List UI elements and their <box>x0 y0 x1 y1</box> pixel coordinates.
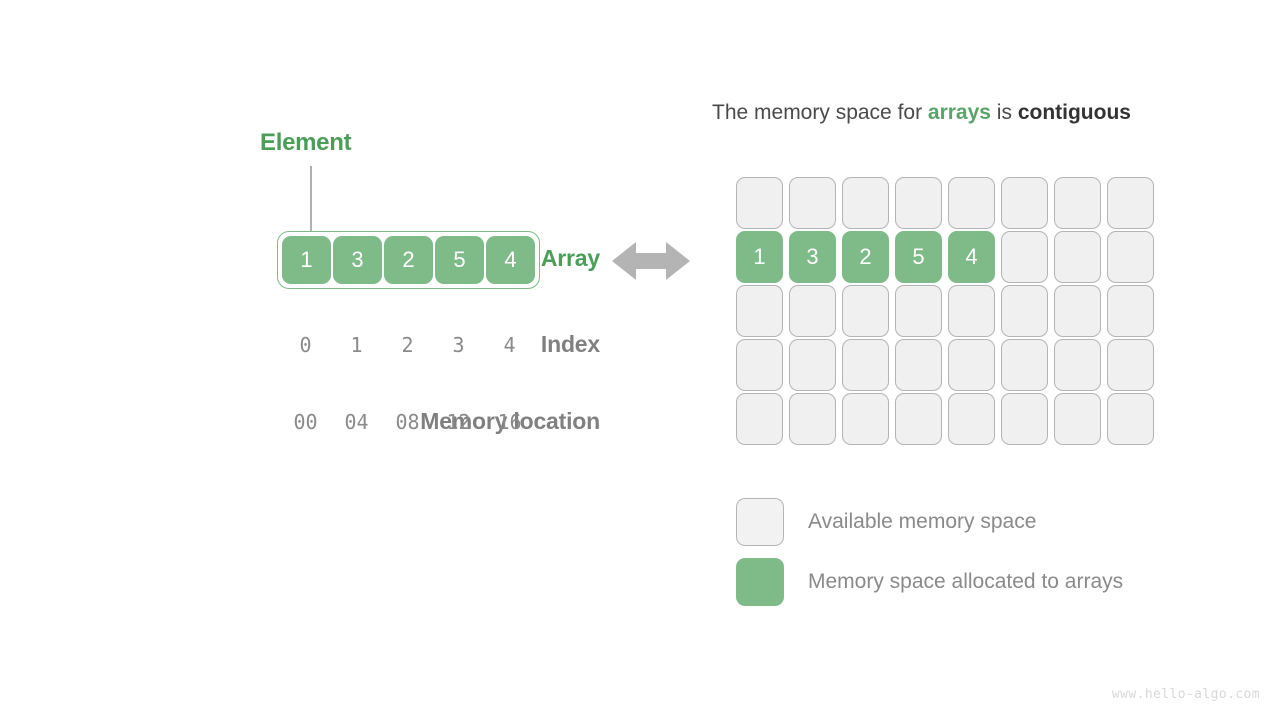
memory-cell-available <box>789 285 836 337</box>
memory-location-value-row: 00 04 08 12 16 <box>277 410 549 434</box>
memory-cell-available <box>842 339 889 391</box>
memory-cell-available <box>1054 231 1101 283</box>
memory-cell-available <box>895 339 942 391</box>
memory-cell-available <box>948 393 995 445</box>
array-cell: 3 <box>333 236 382 284</box>
memory-cell-available <box>736 339 783 391</box>
memory-cell-available <box>1054 285 1101 337</box>
index-value-row: 0 1 2 3 4 <box>277 333 549 357</box>
memory-cell-available <box>736 393 783 445</box>
legend-swatch-allocated <box>736 558 784 606</box>
memory-cell-available <box>1054 393 1101 445</box>
legend-label: Available memory space <box>808 510 1037 533</box>
memory-cell-available <box>948 339 995 391</box>
memory-location-value: 12 <box>446 410 471 434</box>
memory-cell-available <box>736 177 783 229</box>
memory-cell-available <box>842 285 889 337</box>
element-callout-label: Element <box>260 129 352 156</box>
index-value: 4 <box>503 333 516 357</box>
array-row-label: Array <box>540 245 600 271</box>
memory-cell-allocated: 1 <box>736 231 783 283</box>
memory-title: The memory space for arrays is contiguou… <box>712 101 1131 125</box>
memory-cell-available <box>1054 177 1101 229</box>
double-headed-arrow-icon <box>612 240 690 282</box>
memory-cell-available <box>1107 177 1154 229</box>
memory-cell-allocated: 3 <box>789 231 836 283</box>
array-cell: 2 <box>384 236 433 284</box>
memory-cell-available <box>1107 393 1154 445</box>
memory-cell-available <box>1001 393 1048 445</box>
index-row-label: Index <box>540 331 600 357</box>
legend-swatch-available <box>736 498 784 546</box>
memory-cell-available <box>895 177 942 229</box>
memory-cell-available <box>1001 339 1048 391</box>
memory-cell-available <box>736 285 783 337</box>
memory-location-row-label: Memory location <box>420 408 600 434</box>
memory-location-value: 04 <box>344 410 369 434</box>
legend-row: Available memory space <box>736 492 1123 552</box>
memory-location-value: 16 <box>497 410 522 434</box>
memory-cell-allocated: 2 <box>842 231 889 283</box>
memory-title-part1: The memory space for <box>712 101 928 124</box>
memory-title-part2: is <box>990 101 1018 124</box>
memory-title-accent: arrays <box>927 101 991 124</box>
memory-cell-available <box>789 177 836 229</box>
memory-cell-allocated: 4 <box>948 231 995 283</box>
memory-location-value: 08 <box>395 410 420 434</box>
memory-cell-available <box>1107 339 1154 391</box>
memory-cell-available <box>1107 285 1154 337</box>
memory-cell-available <box>842 177 889 229</box>
memory-cell-available <box>948 285 995 337</box>
memory-cell-available <box>1054 339 1101 391</box>
legend-row: Memory space allocated to arrays <box>736 552 1123 612</box>
memory-cell-available <box>895 393 942 445</box>
array-cell: 4 <box>486 236 535 284</box>
memory-cell-allocated: 5 <box>895 231 942 283</box>
index-value: 0 <box>299 333 312 357</box>
memory-layout-panel: The memory space for arrays is contiguou… <box>700 0 1280 720</box>
memory-cell-available <box>1001 285 1048 337</box>
memory-cell-available <box>789 393 836 445</box>
index-value: 3 <box>452 333 465 357</box>
memory-cell-available <box>948 177 995 229</box>
array-cell: 1 <box>282 236 331 284</box>
memory-cell-available <box>895 285 942 337</box>
legend-label: Memory space allocated to arrays <box>808 570 1124 593</box>
index-value: 2 <box>401 333 414 357</box>
index-value: 1 <box>350 333 363 357</box>
memory-title-strong: contiguous <box>1017 101 1131 124</box>
memory-cell-available <box>842 393 889 445</box>
memory-cell-available <box>1107 231 1154 283</box>
array-cell: 5 <box>435 236 484 284</box>
element-callout-leader-line <box>310 166 312 241</box>
memory-location-value: 00 <box>293 410 318 434</box>
memory-cell-available <box>1001 177 1048 229</box>
memory-cell-available <box>789 339 836 391</box>
watermark: www.hello-algo.com <box>1111 687 1260 702</box>
memory-cell-available <box>1001 231 1048 283</box>
